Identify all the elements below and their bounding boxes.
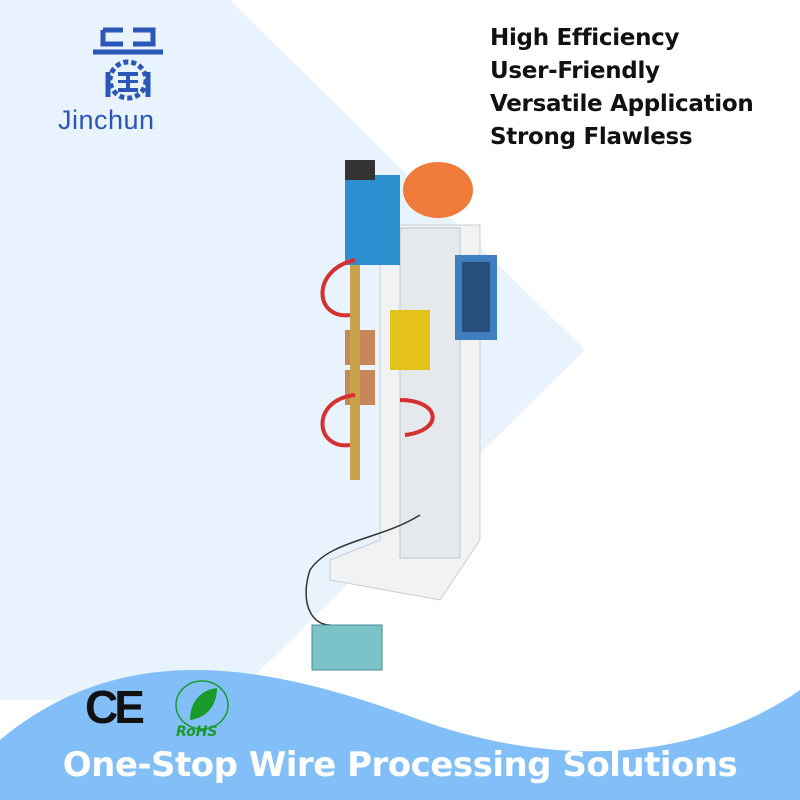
rohs-leaf-icon — [175, 680, 229, 730]
feature-item: User-Friendly — [490, 58, 660, 84]
slogan: One-Stop Wire Processing Solutions — [62, 745, 738, 785]
rohs-label: RoHS — [176, 724, 218, 740]
feature-item: High Efficiency — [490, 25, 680, 51]
light-blue-triangle — [0, 0, 585, 700]
feature-item: Strong Flawless — [490, 124, 693, 150]
cylinder — [345, 175, 400, 265]
feature-list: High Efficiency User-Friendly Versatile … — [490, 22, 754, 154]
logo — [58, 22, 198, 106]
brand-name: Jinchun — [58, 105, 155, 135]
air-tank — [403, 162, 473, 218]
foot-pedal — [311, 624, 383, 671]
feature-item: Versatile Application — [490, 91, 754, 117]
logo-emblem-icon — [93, 27, 163, 101]
spot-welding-machine-image — [305, 160, 497, 671]
ce-mark: CE — [85, 681, 145, 733]
